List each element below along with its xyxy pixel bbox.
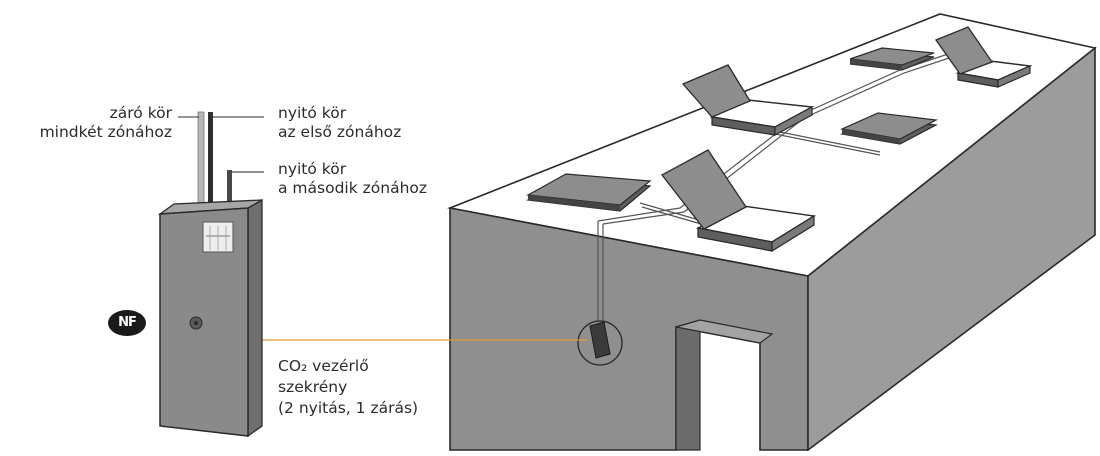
label-opening-circuit-1: nyitó kör az első zónához <box>278 104 401 142</box>
skylight-back-left <box>849 47 935 71</box>
skylight-middle-left-open <box>681 64 815 137</box>
skylight-front-left <box>526 173 652 212</box>
control-cabinet-line1: CO₂ vezérlő <box>278 357 369 375</box>
label-closing-circuit: záró kör mindkét zónához <box>40 104 172 142</box>
opening-circuit-1-line2: az első zónához <box>278 123 402 141</box>
door-inner-top <box>675 319 774 344</box>
skylight-front-right-open <box>661 148 817 253</box>
label-opening-circuit-2: nyitó kör a második zónához <box>278 160 427 198</box>
building-side-wall <box>807 46 1096 452</box>
control-cabinet-line3: (2 nyitás, 1 zárás) <box>278 399 419 417</box>
control-cabinet <box>157 111 263 438</box>
opening-circuit-1-line1: nyitó kör <box>278 104 347 122</box>
opening-circuit-2-line2: a második zónához <box>278 179 428 197</box>
label-control-cabinet: CO₂ vezérlő szekrény (2 nyitás, 1 zárás) <box>278 356 418 419</box>
closing-circuit-line2: mindkét zónához <box>39 123 172 141</box>
opening-circuit-2-line1: nyitó kör <box>278 160 347 178</box>
skylight-middle-right <box>839 112 938 145</box>
skylight-back-right-open <box>934 26 1033 88</box>
nf-certification-badge: NF <box>108 310 146 336</box>
closing-circuit-line1: záró kör <box>109 104 172 122</box>
wall-cabinet-callout <box>577 320 623 366</box>
control-cabinet-line2: szekrény <box>278 378 348 396</box>
door-inner-side <box>675 319 701 451</box>
